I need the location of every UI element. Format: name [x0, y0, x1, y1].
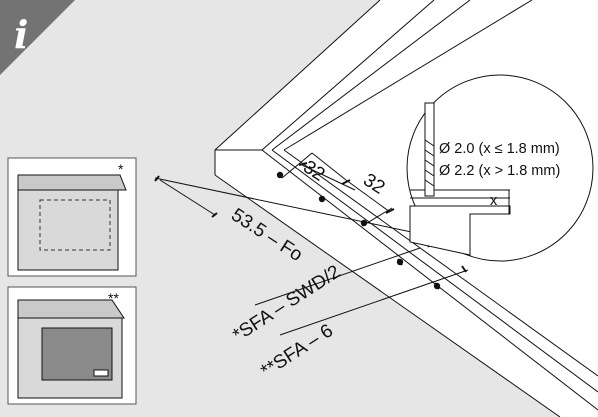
drill-bit-flutes	[424, 139, 435, 187]
inset-top-panel	[17, 174, 127, 191]
x-dimension-label: x	[490, 193, 498, 209]
panel-bottom-front-edge	[214, 174, 561, 417]
tick	[385, 208, 395, 214]
inset-double-star: **	[7, 286, 137, 405]
detail-board-section	[409, 205, 511, 256]
panel-inner-back-edge	[261, 0, 435, 151]
panel-top-front-edge	[261, 149, 598, 411]
groove-line-front-1	[271, 149, 598, 393]
groove-line-back-2	[283, 0, 533, 151]
tick	[461, 265, 467, 273]
dim-sfa6-line	[279, 269, 469, 336]
dim-32b-line	[345, 179, 391, 213]
inset-handle	[93, 369, 109, 377]
drill-point	[276, 171, 284, 179]
dim-53-leader	[159, 179, 216, 216]
info-badge: i	[0, 0, 75, 75]
groove-line-back-1	[271, 0, 471, 151]
drill-spec-2: Ø 2.2 (x > 1.8 mm)	[439, 163, 560, 179]
info-badge-triangle	[0, 0, 75, 75]
tick	[341, 179, 351, 185]
tick	[434, 282, 440, 290]
panel-front-edge	[215, 150, 598, 417]
drill-detail-callout: x Ø 2.0 (x ≤ 1.8 mm) Ø 2.2 (x > 1.8 mm)	[406, 74, 594, 262]
inset-hidden-drawer	[39, 199, 111, 251]
dim-32a-witness-2	[281, 152, 313, 179]
inset-star-marker: *	[118, 161, 124, 177]
tick	[298, 162, 308, 166]
inset-single-star: *	[7, 157, 137, 277]
info-icon: i	[14, 12, 28, 57]
groove-line-front-2	[283, 149, 598, 377]
tick	[154, 175, 160, 182]
dim-53-line	[154, 177, 441, 239]
dim-sfa-swd-line	[254, 247, 421, 306]
drill-bit-icon	[424, 102, 435, 197]
dim-32-line	[301, 164, 356, 191]
dim-32a-witness-1	[311, 152, 347, 181]
tick	[397, 258, 403, 266]
panel-top-edge-strip	[215, 0, 434, 150]
inset-side-panel	[17, 189, 119, 271]
panel-outline	[214, 0, 598, 417]
inset-top-panel	[17, 299, 125, 319]
tick	[211, 212, 218, 218]
drill-spec-1: Ø 2.0 (x ≤ 1.8 mm)	[439, 141, 560, 157]
inset-double-star-marker: **	[108, 290, 119, 306]
drill-point	[318, 195, 326, 203]
dimension-lines	[154, 152, 469, 336]
